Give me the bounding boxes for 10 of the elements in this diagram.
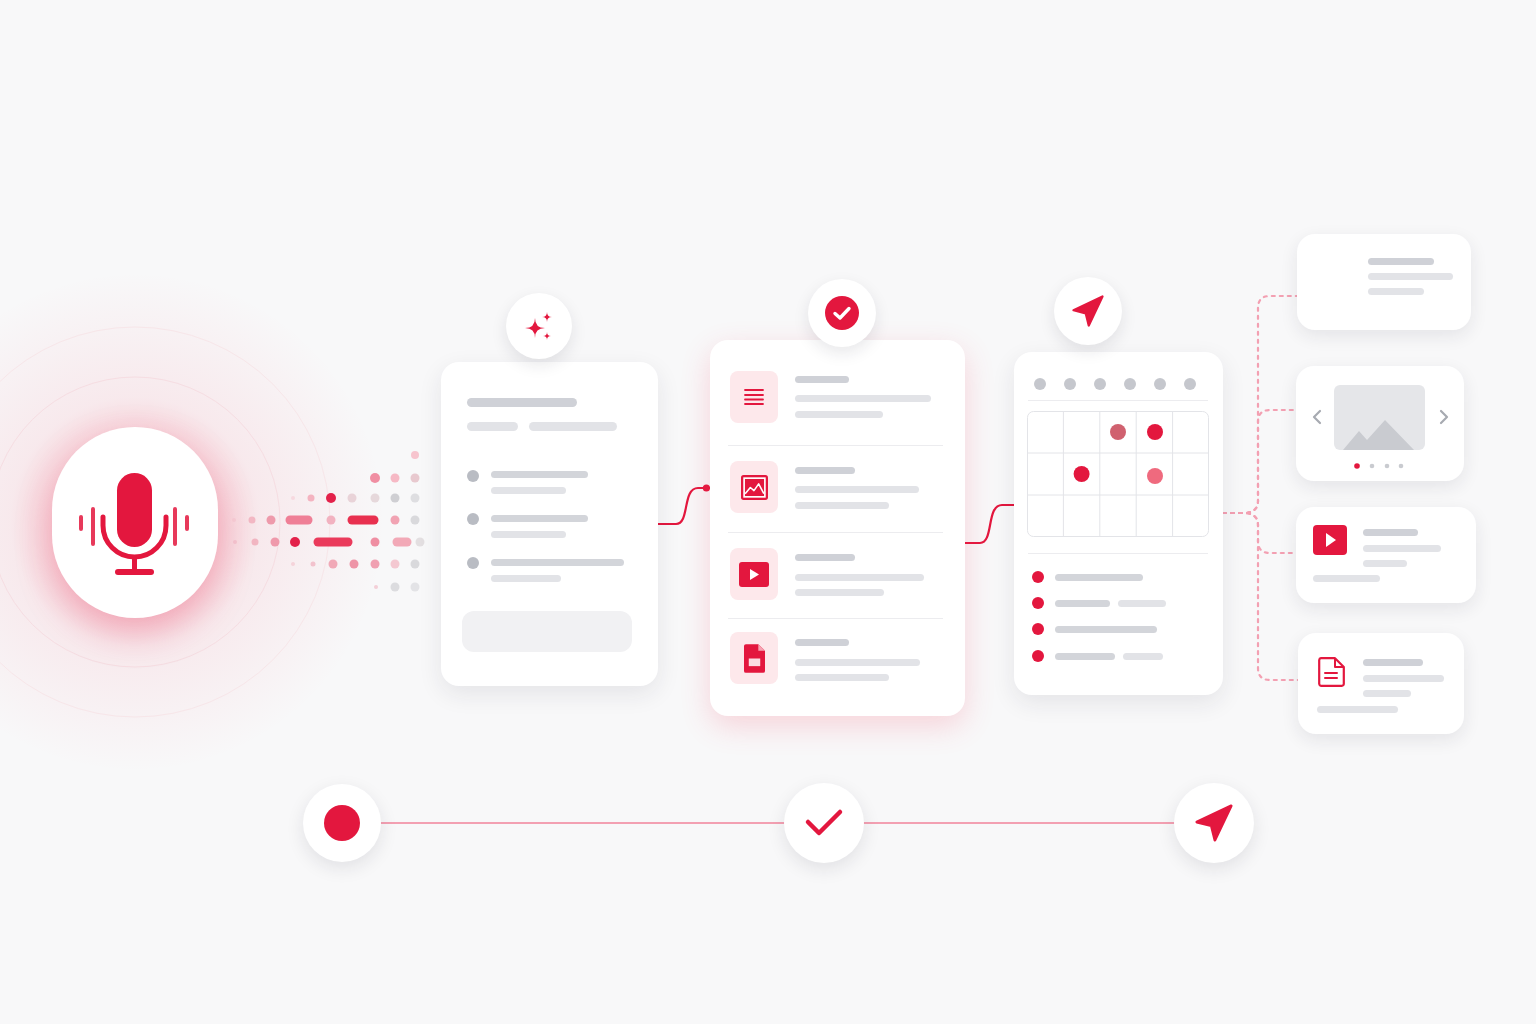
video-card xyxy=(1296,507,1476,603)
connector xyxy=(963,503,1016,545)
content-list-card xyxy=(710,340,965,716)
document-card xyxy=(1298,633,1464,734)
post-card xyxy=(1297,234,1471,330)
calendar-card xyxy=(1014,352,1223,695)
form-card xyxy=(441,362,658,686)
carousel-card xyxy=(1296,366,1464,481)
dashed-connector xyxy=(1221,511,1300,682)
connector xyxy=(656,484,712,526)
